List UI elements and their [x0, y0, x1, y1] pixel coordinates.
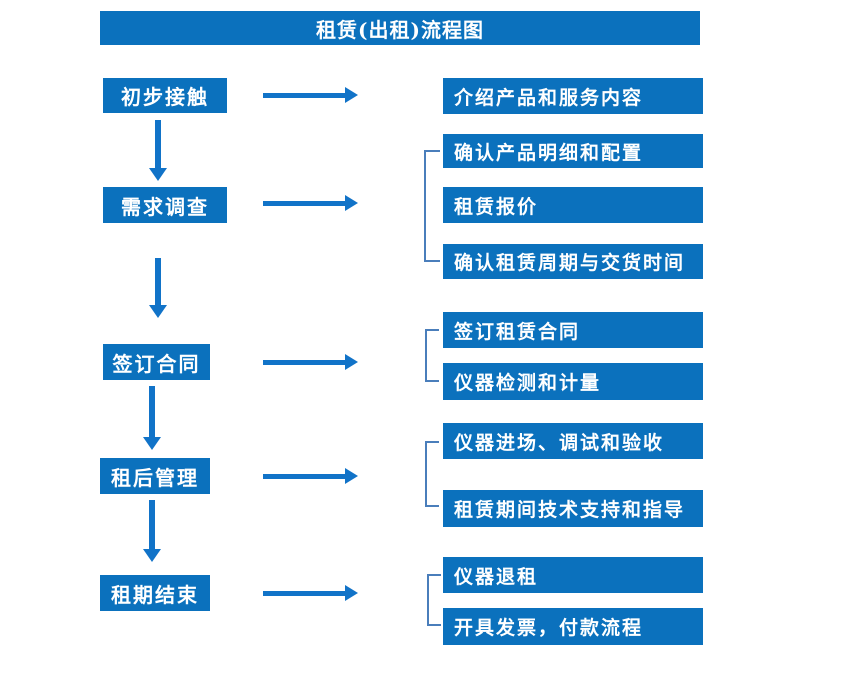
step-box-demand-survey: 需求调查: [103, 187, 227, 223]
arrow-down-3-head: [143, 437, 161, 450]
arrow-down-3-shaft: [149, 386, 155, 437]
arrow-right-3-head: [345, 354, 358, 370]
bracket-sign-contract-group: [425, 329, 439, 382]
arrow-down-1-head: [149, 168, 167, 181]
detail-box-instrument-testing: 仪器检测和计量: [443, 363, 703, 400]
arrow-right-5-shaft: [263, 591, 346, 596]
arrow-down-4-head: [143, 549, 161, 562]
arrow-right-4-head: [345, 468, 358, 484]
detail-box-instrument-return: 仪器退租: [443, 557, 703, 593]
detail-box-confirm-config: 确认产品明细和配置: [443, 134, 703, 168]
title-bar: 租赁(出租)流程图: [100, 11, 700, 45]
detail-box-instrument-entry: 仪器进场、调试和验收: [443, 423, 703, 459]
bracket-post-rental-group: [425, 441, 439, 507]
arrow-right-2-shaft: [263, 201, 346, 206]
detail-box-confirm-period: 确认租赁周期与交货时间: [443, 244, 703, 279]
step-box-sign-contract: 签订合同: [103, 344, 210, 380]
detail-box-sign-rental-contract: 签订租赁合同: [443, 312, 703, 348]
arrow-right-2-head: [345, 195, 358, 211]
arrow-right-1-head: [345, 87, 358, 103]
arrow-right-3-shaft: [263, 360, 346, 365]
page-title: 租赁(出租)流程图: [316, 17, 484, 42]
arrow-down-4-shaft: [149, 500, 155, 549]
bracket-demand-survey-group: [424, 150, 440, 262]
arrow-down-2-head: [149, 305, 167, 318]
bracket-rental-end-group: [427, 574, 441, 626]
arrow-right-1-shaft: [263, 93, 346, 98]
detail-box-rental-quote: 租赁报价: [443, 187, 703, 223]
arrow-down-2-shaft: [155, 258, 161, 305]
detail-box-invoice-payment: 开具发票，付款流程: [443, 608, 703, 645]
detail-box-tech-support: 租赁期间技术支持和指导: [443, 490, 703, 527]
step-box-rental-end: 租期结束: [100, 575, 210, 611]
arrow-down-1-shaft: [155, 120, 161, 168]
arrow-right-4-shaft: [263, 474, 346, 479]
step-box-post-rental-mgmt: 租后管理: [100, 458, 210, 494]
detail-box-intro-products: 介绍产品和服务内容: [443, 78, 703, 114]
step-box-initial-contact: 初步接触: [103, 78, 227, 113]
arrow-right-5-head: [345, 585, 358, 601]
